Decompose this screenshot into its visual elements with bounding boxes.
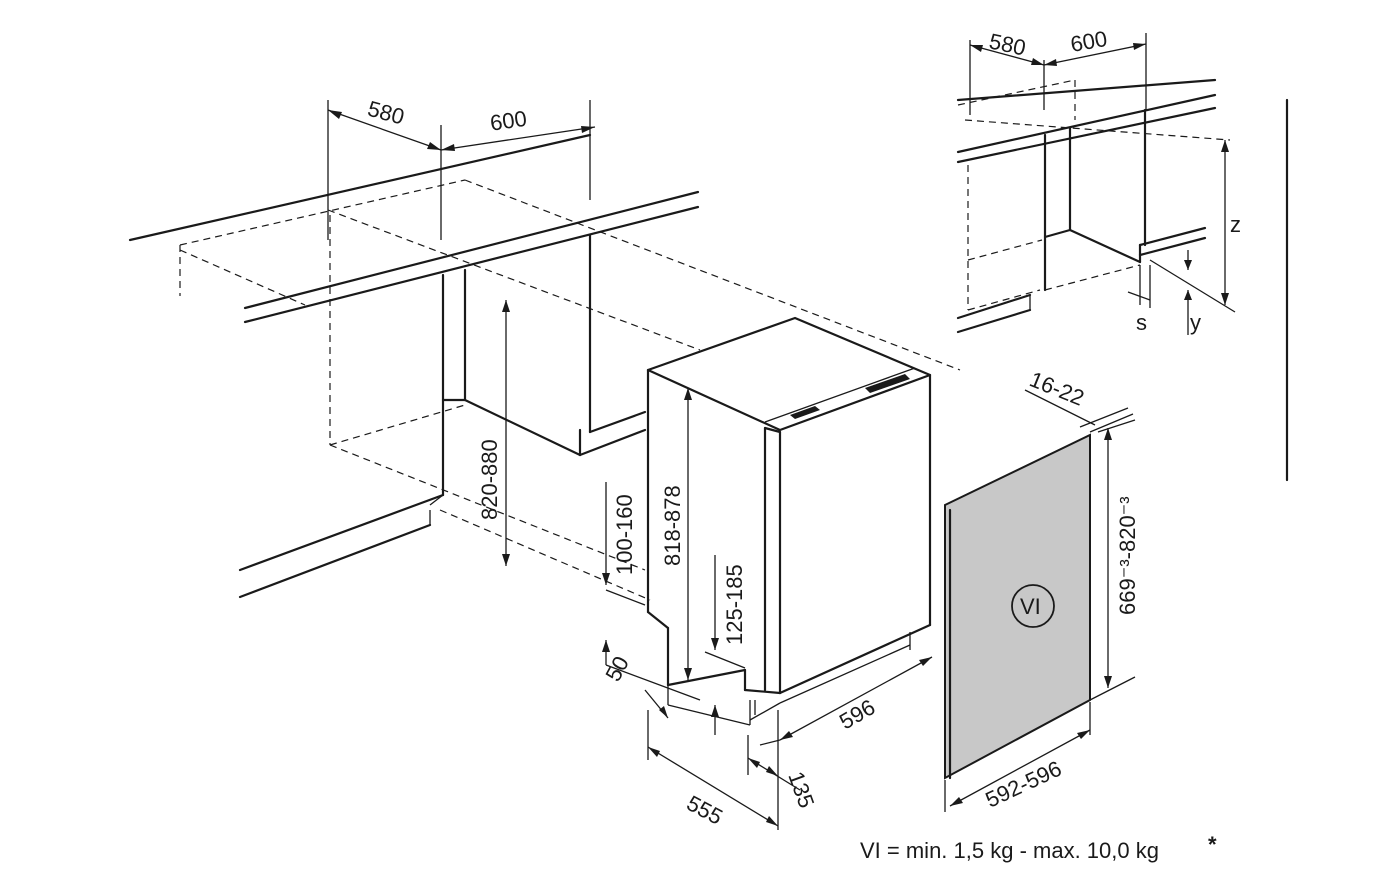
inset-y-label: y: [1190, 310, 1201, 335]
plinth-height-dimension: [602, 482, 701, 701]
panel-height-label: 669⁻³-820⁻³: [1115, 496, 1140, 615]
inset-s-label: s: [1136, 310, 1147, 335]
inset-detail: [956, 33, 1236, 335]
foot-offset-dimension: [644, 689, 669, 719]
dishwasher-body: [646, 316, 932, 726]
cabinet-niche: [128, 133, 961, 601]
top-width-1-label: 580: [365, 96, 407, 130]
panel-label: VI: [1020, 594, 1041, 619]
appliance-height-dimension: [684, 388, 692, 680]
weight-footnote: VI = min. 1,5 kg - max. 10,0 kg: [860, 838, 1159, 863]
niche-height-label: 820-880: [477, 439, 502, 520]
panel-width-label: 592-596: [982, 756, 1066, 813]
niche-height-dimension: [502, 300, 510, 566]
footnote-mark: *: [1208, 832, 1217, 857]
appliance-depth-dimension: [647, 710, 801, 830]
inset-width-1-label: 580: [987, 28, 1028, 60]
decor-panel: [944, 433, 1091, 780]
appliance-width-dimension: [759, 656, 933, 746]
plinth-depth-label: 135: [783, 768, 819, 811]
plinth-adjust-dimension: [704, 555, 746, 735]
appliance-width-label: 596: [835, 694, 879, 734]
panel-thickness-dimension: [1024, 389, 1134, 433]
inset-z-label: z: [1230, 212, 1241, 237]
top-width-dimension: [327, 100, 596, 240]
plinth-height-label: 100-160: [612, 494, 637, 575]
plinth-adjust-label: 125-185: [722, 564, 747, 645]
appliance-height-label: 818-878: [660, 485, 685, 566]
panel-width-dimension: [944, 702, 1091, 812]
top-width-2-label: 600: [489, 106, 529, 136]
appliance-depth-label: 555: [683, 790, 727, 829]
panel-thickness-label: 16-22: [1026, 366, 1088, 410]
panel-height-dimension: [1089, 419, 1136, 701]
